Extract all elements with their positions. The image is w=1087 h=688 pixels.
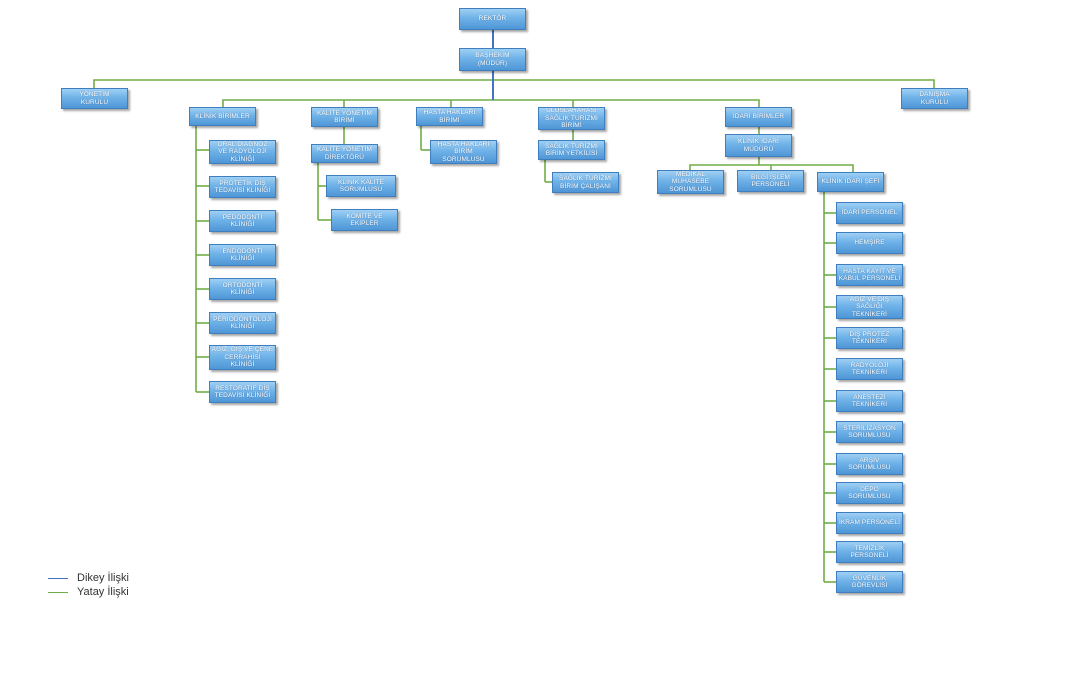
node-saglik-turizmi-birimi: ULUSLARARASI SAĞLIK TURİZMİ BİRİMİ <box>538 107 605 130</box>
node-klinik-idari-muduru: KLİNİK İDARİ MÜDÜRÜ <box>725 134 792 157</box>
node-kalite-direktoru: KALİTE YÖNETİM DİREKTÖRÜ <box>311 144 378 163</box>
node-idari-birimler: İDARİ BİRİMLER <box>725 107 792 127</box>
node-endodonti: ENDODONTİ KLİNİĞİ <box>209 244 276 266</box>
node-depo-sorumlusu: DEPO SORUMLUSU <box>836 482 903 504</box>
legend-label-vertical: Dikey İlişki <box>77 572 129 584</box>
node-idari-personel: İDARİ PERSONEL <box>836 202 903 224</box>
node-guvenlik-gorevlisi: GÜVENLİK GÖREVLİSİ <box>836 571 903 593</box>
node-saglik-turizmi-calisani: SAĞLIK TURİZMİ BİRİM ÇALIŞANI <box>552 172 619 193</box>
node-restoratif: RESTORATİF DİŞ TEDAVİSİ KLİNİĞİ <box>209 381 276 403</box>
node-protetik: PROTETİK DİŞ TEDAVİSİ KLİNİĞİ <box>209 176 276 198</box>
node-oral-diagnoz: ORAL DİAGNOZ VE RADYOLOJİ KLİNİĞİ <box>209 140 276 164</box>
legend-swatch-vertical <box>48 577 68 579</box>
node-agiz-dis-sagligi-teknikeri: AĞIZ VE DİŞ SAĞLIĞI TEKNİKERİ <box>836 295 903 319</box>
node-yonetim-kurulu: YÖNETİM KURULU <box>61 88 128 109</box>
node-hasta-haklari-sorumlusu: HASTA HAKLARI BİRİM SORUMLUSU <box>430 140 497 164</box>
node-temizlik-personeli: TEMİZLİK PERSONELİ <box>836 541 903 563</box>
legend-vertical: Dikey İlişki <box>48 572 129 584</box>
node-arsiv-sorumlusu: ARŞİV SORUMLUSU <box>836 453 903 475</box>
node-radyoloji-teknikeri: RADYOLOJİ TEKNİKERİ <box>836 358 903 380</box>
connector-line <box>222 99 760 107</box>
node-sterilizasyon-sorumlusu: STERİLİZASYON SORUMLUSU <box>836 421 903 443</box>
connector-line <box>93 79 935 88</box>
node-klinik-kalite-sorumlusu: KLİNİK KALİTE SORUMLUSU <box>326 175 396 197</box>
node-kalite-yonetim-birimi: KALİTE YÖNETİM BİRİMİ <box>311 107 378 127</box>
node-rektor: REKTÖR <box>459 8 526 30</box>
node-pedodonti: PEDODONTİ KLİNİĞİ <box>209 210 276 232</box>
legend-horizontal: Yatay İlişki <box>48 586 129 598</box>
legend-label-horizontal: Yatay İlişki <box>77 586 129 598</box>
node-dis-protez-teknikeri: DİŞ PROTEZ TEKNİKERİ <box>836 327 903 349</box>
node-medikal-muhasebe: MEDİKAL MUHASEBE SORUMLUSU <box>657 170 724 194</box>
node-hasta-haklari-birimi: HASTA HAKLARI BİRİMİ <box>416 107 483 126</box>
node-saglik-turizmi-yetkilisi: SAĞLIK TURİZMİ BİRİM YETKİLİSİ <box>538 140 605 160</box>
node-klinik-birimler: KLİNİK BİRİMLER <box>189 107 256 126</box>
node-hasta-kayit: HASTA KAYIT VE KABUL PERSONELİ <box>836 264 903 286</box>
node-bashekim: BAŞHEKİM (MÜDÜR) <box>459 48 526 71</box>
legend-swatch-horizontal <box>48 591 68 593</box>
node-klinik-idari-sefi: KLİNİK İDARİ ŞEFİ <box>817 172 884 192</box>
node-bilgi-islem: BİLGİ İŞLEM PERSONELİ <box>737 170 804 192</box>
node-ikram-personeli: İKRAM PERSONELİ <box>836 512 903 534</box>
node-anestezi-teknikeri: ANESTEZİ TEKNİKERİ <box>836 390 903 412</box>
node-komite-ekipler: KOMİTE VE EKİPLER <box>331 209 398 231</box>
node-agiz-cerrahisi: AĞIZ, DİŞ VE ÇENE CERRAHİSİ KLİNİĞİ <box>209 345 276 370</box>
node-ortodonti: ORTODONTİ KLİNİĞİ <box>209 278 276 300</box>
node-periodontoloji: PERİODONTOLOJİ KLİNİĞİ <box>209 312 276 334</box>
node-hemsire: HEMŞİRE <box>836 232 903 254</box>
node-danisma-kurulu: DANIŞMA KURULU <box>901 88 968 109</box>
